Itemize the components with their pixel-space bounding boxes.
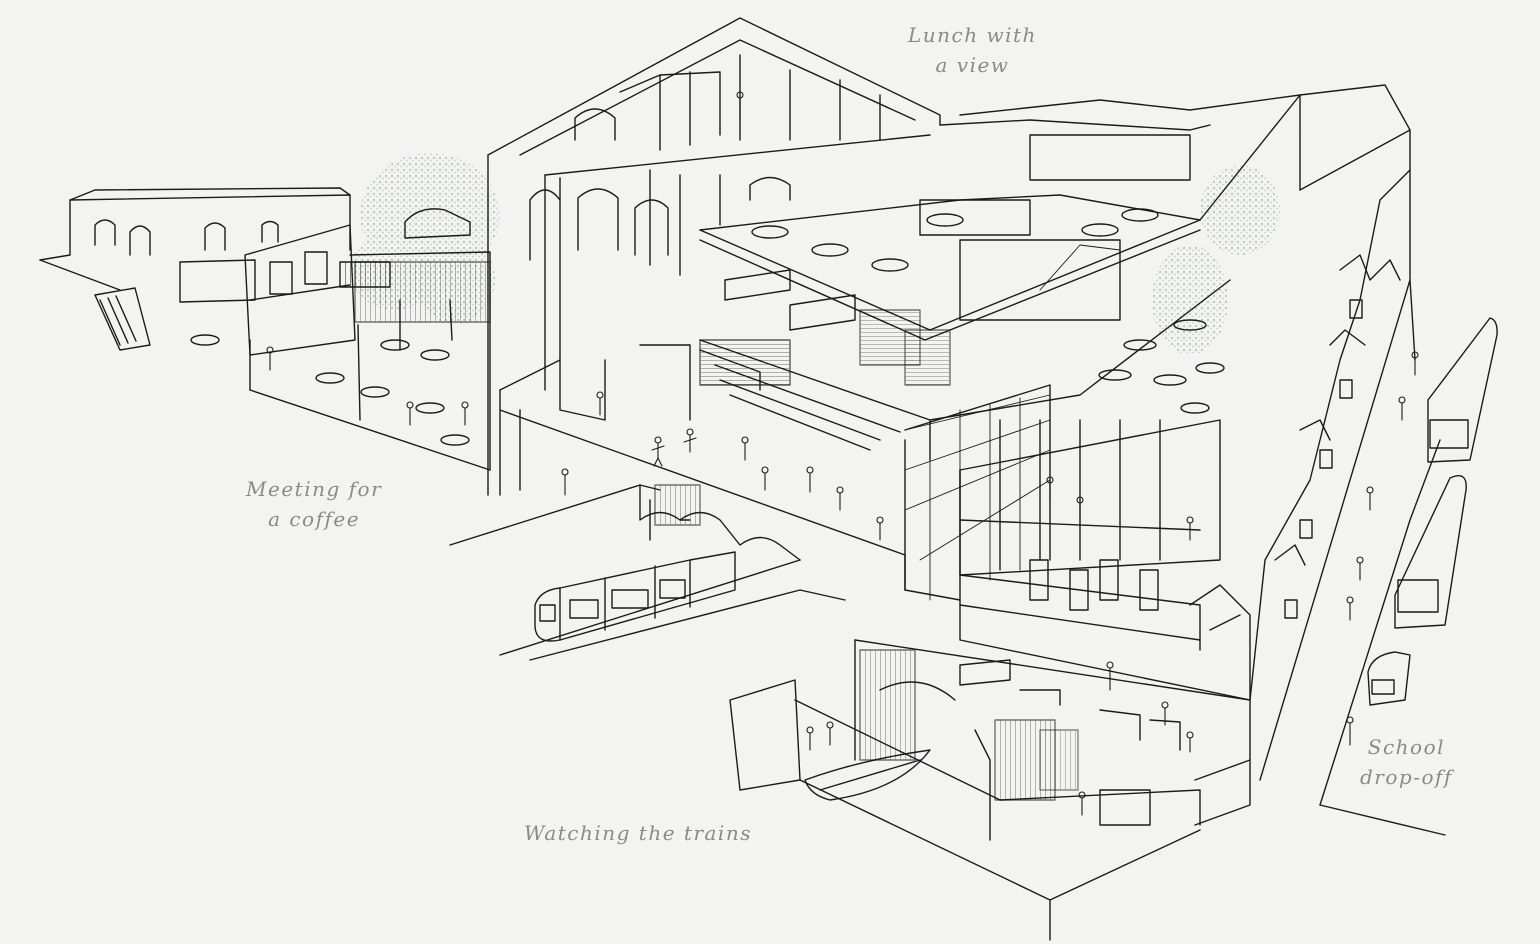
train bbox=[534, 551, 736, 642]
people-figures bbox=[266, 91, 1419, 816]
caption-school-drop-off: School drop-off bbox=[1360, 732, 1453, 792]
main-hall bbox=[487, 17, 941, 591]
glass-stair bbox=[904, 244, 1121, 601]
caption-school-line2: drop-off bbox=[1360, 765, 1453, 789]
caption-lunch-line1: Lunch with bbox=[908, 23, 1037, 47]
courtyard-tables bbox=[190, 208, 491, 471]
street-terrace-houses bbox=[1249, 84, 1446, 836]
caption-lunch-with-a-view: Lunch with a view bbox=[908, 20, 1037, 80]
caption-lunch-line2: a view bbox=[935, 53, 1010, 77]
bus-upper bbox=[1427, 317, 1498, 463]
railway-tunnel bbox=[449, 484, 846, 661]
caption-watching-the-trains: Watching the trains bbox=[524, 818, 752, 848]
caption-coffee-line1: Meeting for bbox=[246, 477, 383, 501]
caption-school-line1: School bbox=[1367, 735, 1446, 759]
ground-floor-workshop bbox=[854, 639, 1251, 826]
bus-lower bbox=[1394, 475, 1467, 629]
caption-trains-line1: Watching the trains bbox=[524, 821, 752, 845]
caption-meeting-for-a-coffee: Meeting for a coffee bbox=[246, 474, 382, 534]
lower-platform bbox=[729, 679, 1201, 941]
upper-restaurant-floor bbox=[699, 94, 1301, 414]
car bbox=[1367, 651, 1411, 706]
tree-canopy-right bbox=[1152, 165, 1280, 355]
caption-coffee-line2: a coffee bbox=[268, 507, 361, 531]
